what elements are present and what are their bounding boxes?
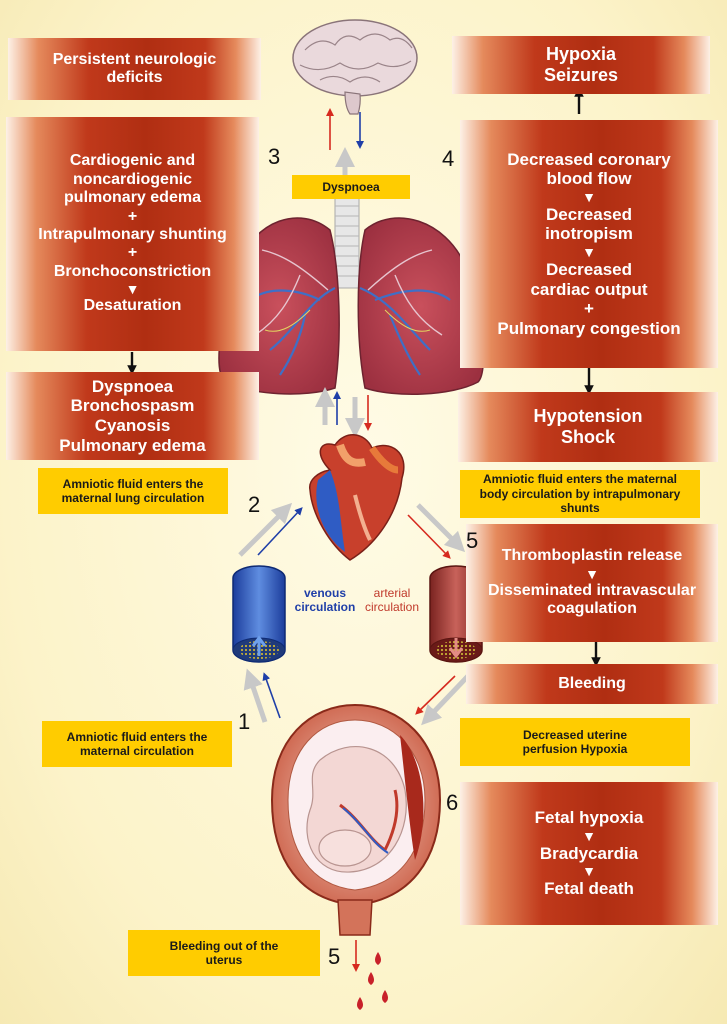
- arrow-gray-heart-artery: [416, 503, 466, 553]
- neuro-box: Persistent neurologic deficits: [8, 38, 261, 100]
- uterus-illustration: [270, 703, 442, 936]
- seizures-text: Seizures: [543, 65, 619, 85]
- bleeding-text: Bleeding: [558, 674, 626, 692]
- cyanosis-text: Cyanosis: [94, 416, 171, 435]
- fetal-box: Fetal hypoxia ▼ Bradycardia ▼ Fetal deat…: [460, 782, 718, 925]
- desaturation-text: Desaturation: [83, 297, 182, 315]
- arrow-down-icon: ▼: [582, 863, 596, 880]
- arrow-red-heart-artery: [407, 514, 451, 559]
- bronchospasm-text: Bronchospasm: [70, 396, 195, 416]
- arrow-gray-vein-heart: [238, 502, 293, 557]
- inotropism-text: Decreased inotropism: [545, 204, 633, 244]
- arrow-down-icon: ▼: [125, 281, 140, 298]
- hypoxia-box: Hypoxia Seizures: [452, 36, 710, 94]
- body-circulation-label: Amniotic fluid enters the maternal body …: [460, 470, 700, 518]
- bleeding-out-label: Bleeding out of the uterus: [128, 930, 320, 976]
- step-number-3: 3: [268, 144, 281, 169]
- hypotension-box: Hypotension Shock: [458, 392, 718, 462]
- bradycardia-text: Bradycardia: [539, 843, 639, 863]
- cardiac-output-text: Decreased cardiac output: [530, 260, 648, 299]
- lung-cascade-box: Cardiogenic and noncardiogenic pulmonary…: [6, 117, 259, 351]
- step-number-6: 6: [446, 790, 459, 815]
- brain-illustration: [292, 19, 418, 115]
- uterine-perfusion-label: Decreased uterine perfusion Hypoxia: [460, 718, 690, 766]
- coagulation-box: Thromboplastin release ▼ Disseminated in…: [466, 524, 718, 642]
- arrow-down-icon: ▼: [582, 827, 596, 844]
- heart-illustration: [309, 434, 405, 561]
- step-number-5b: 5: [328, 944, 341, 969]
- arrow-down-icon: ▼: [582, 188, 596, 205]
- shock-text: Shock: [560, 427, 616, 447]
- arrow-gray-uterus-vein: [243, 668, 268, 723]
- dic-text: Disseminated intravascular coagulation: [487, 581, 697, 618]
- step-number-2: 2: [248, 492, 261, 517]
- dyspnoea-text: Dyspnoea: [91, 376, 174, 396]
- fetal-hypoxia-text: Fetal hypoxia: [534, 808, 644, 828]
- cardiac-cascade-box: Decreased coronary blood flow ▼ Decrease…: [460, 120, 718, 368]
- arrow-red-artery-uterus: [415, 675, 456, 715]
- dyspnoea-label: Dyspnoea: [292, 175, 410, 199]
- trachea: [334, 195, 360, 289]
- hypoxia-text: Hypoxia: [545, 44, 617, 65]
- step-number-5: 5: [466, 528, 479, 553]
- arterial-circulation-label: arterial circulation: [364, 586, 420, 614]
- fetal-death-text: Fetal death: [544, 879, 634, 899]
- arrow-gray-artery-uterus: [421, 674, 470, 726]
- plus-sign: +: [584, 299, 594, 319]
- blood-drops: [357, 952, 388, 1010]
- lung-circulation-label: Amniotic fluid enters the maternal lung …: [38, 468, 228, 514]
- pulmonary-congestion-text: Pulmonary congestion: [497, 318, 681, 338]
- plus-sign: +: [127, 244, 138, 262]
- symptoms-box: Dyspnoea Bronchospasm Cyanosis Pulmonary…: [6, 372, 259, 460]
- arrow-down-icon: ▼: [585, 565, 599, 582]
- pulmonary-edema-text: Cardiogenic and noncardiogenic pulmonary…: [64, 152, 201, 207]
- hypotension-text: Hypotension: [533, 406, 643, 427]
- maternal-circulation-label: Amniotic fluid enters the maternal circu…: [42, 721, 232, 767]
- step-number-4: 4: [442, 146, 455, 171]
- plus-sign: +: [127, 207, 138, 225]
- step-number-1: 1: [238, 709, 251, 734]
- bleeding-box: Bleeding: [466, 664, 718, 704]
- pulmonary-edema-text: Pulmonary edema: [59, 435, 206, 455]
- arrow-blue-vein-heart: [257, 507, 303, 556]
- shunting-text: Intrapulmonary shunting: [38, 226, 227, 243]
- arrow-down-icon: ▼: [582, 244, 596, 260]
- neuro-text: Persistent neurologic deficits: [52, 50, 217, 86]
- bronchoconstriction-text: Bronchoconstriction: [53, 262, 212, 280]
- arrow-blue-uterus-vein: [262, 672, 281, 719]
- vein-illustration: [232, 565, 286, 663]
- venous-circulation-label: venous circulation: [294, 586, 356, 614]
- thromboplastin-text: Thromboplastin release: [501, 547, 683, 565]
- coronary-flow-text: Decreased coronary blood flow: [507, 149, 671, 189]
